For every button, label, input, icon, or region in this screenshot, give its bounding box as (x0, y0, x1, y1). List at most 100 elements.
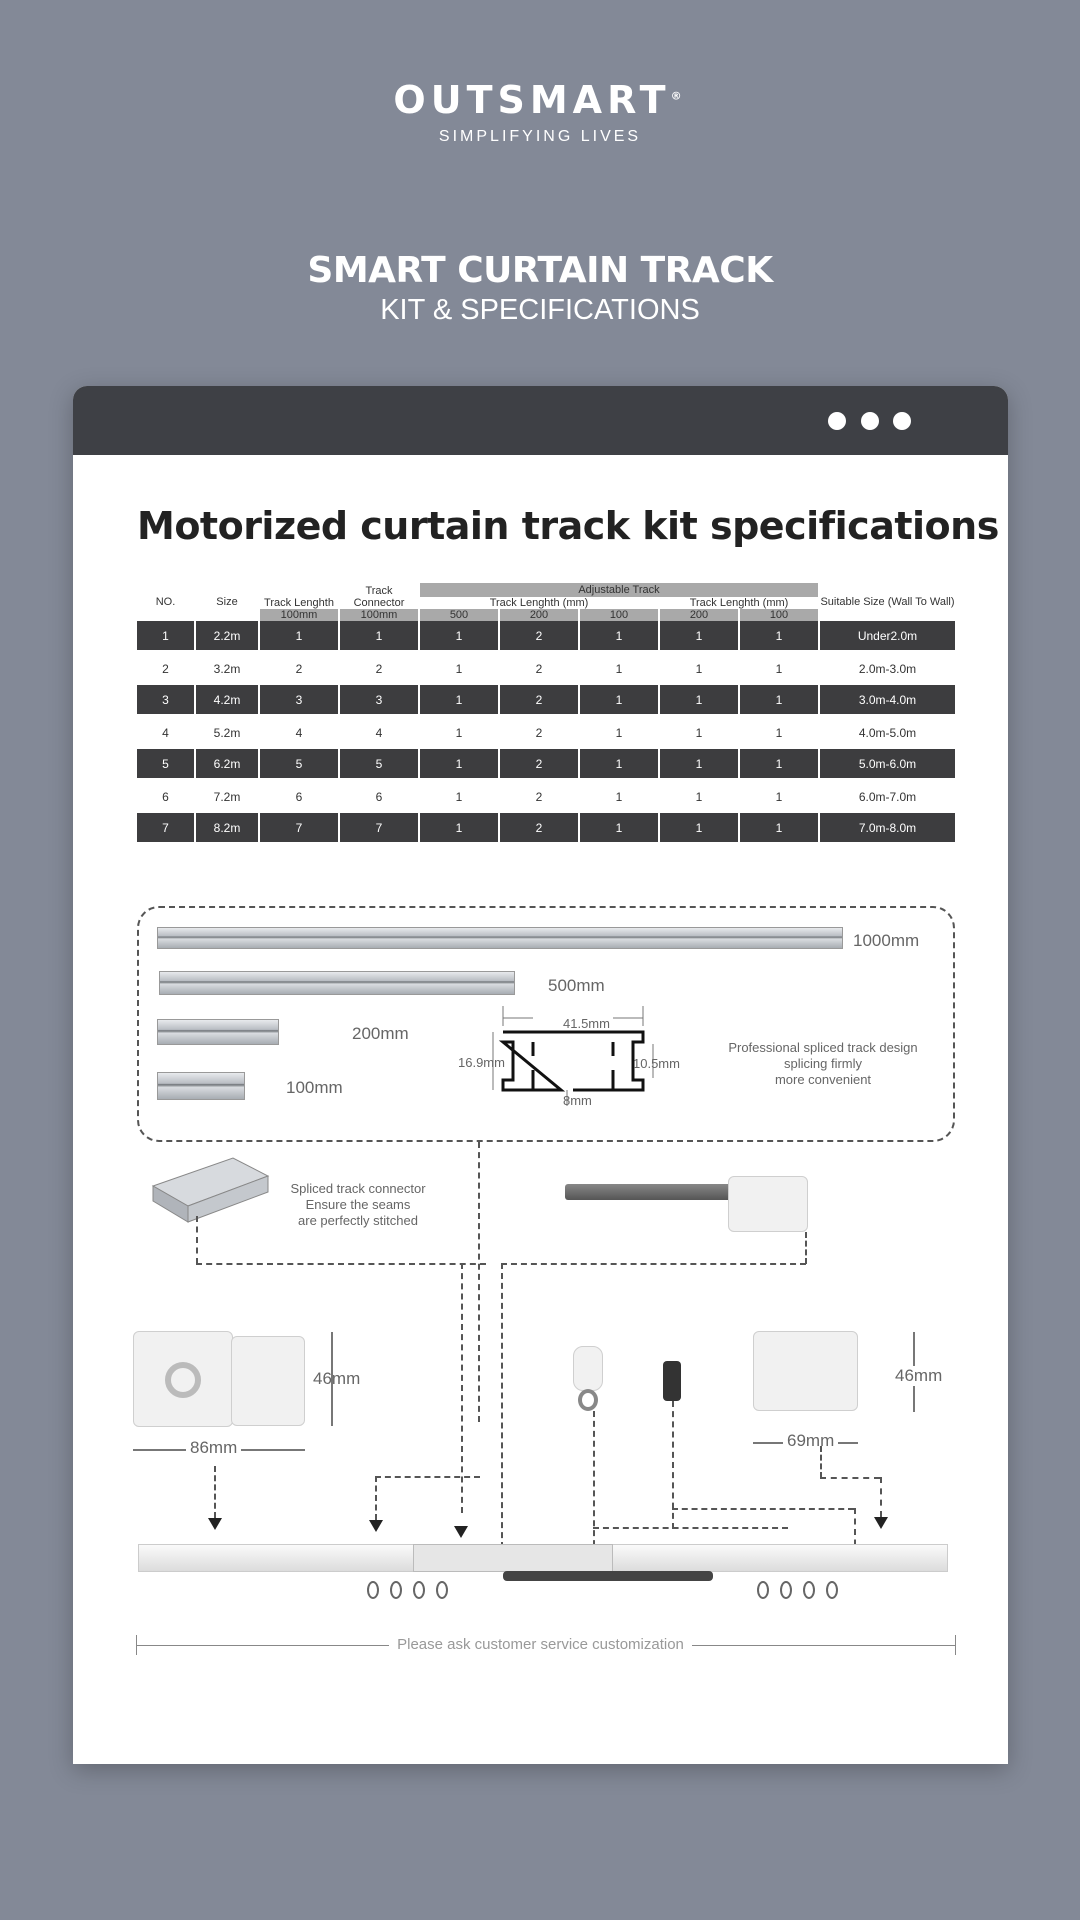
table-cell: 1 (260, 621, 338, 652)
track-label: 100mm (286, 1078, 343, 1097)
subheader: 100 (740, 609, 818, 621)
profile-width: 41.5mm (563, 1016, 610, 1031)
table-cell: 1 (660, 652, 738, 685)
table-cell: 1 (137, 621, 194, 652)
table-cell: 3 (137, 685, 194, 716)
table-cell: 1 (740, 749, 818, 780)
adj-length-1: Track Lenghth (mm) (489, 597, 589, 609)
table-cell: 2 (137, 652, 194, 685)
table-cell: 6.0m-7.0m (820, 780, 955, 813)
dim-tick (955, 1635, 956, 1655)
table-cell: 1 (740, 685, 818, 716)
ring-icon (578, 1389, 598, 1411)
profile-note: Professional spliced track design splici… (703, 1040, 943, 1088)
dim-tick (136, 1635, 137, 1655)
motor-height: 46mm (313, 1369, 361, 1388)
subheader: 100 (580, 609, 658, 621)
subheader: 500 (420, 609, 498, 621)
table-cell: 1 (420, 621, 498, 652)
table-cell: Under2.0m (820, 621, 955, 652)
table-cell: 2 (500, 716, 578, 749)
leader (854, 1508, 856, 1556)
arrow-icon (369, 1520, 383, 1532)
leader (478, 1142, 480, 1422)
spec-table: NO. Size Track Lenghth Track Connector A… (135, 583, 957, 844)
col-adjustable: Adjustable Track (420, 583, 818, 597)
table-cell: 6 (137, 780, 194, 813)
table-cell: 4 (137, 716, 194, 749)
table-cell: 3.0m-4.0m (820, 685, 955, 716)
table-cell: 5.0m-6.0m (820, 749, 955, 780)
col-suitable: Suitable Size (Wall To Wall) (820, 596, 955, 608)
bracket-arm (565, 1184, 765, 1200)
arrow-icon (208, 1518, 222, 1530)
leader (375, 1476, 480, 1478)
runner-icon (573, 1346, 603, 1391)
arrow-icon (874, 1517, 888, 1529)
table-cell: 4.0m-5.0m (820, 716, 955, 749)
table-cell: 5.2m (196, 716, 258, 749)
table-cell: 2.2m (196, 621, 258, 652)
track-1000 (157, 927, 843, 949)
table-cell: 1 (740, 813, 818, 844)
table-cell: 4.2m (196, 685, 258, 716)
table-cell: 1 (580, 716, 658, 749)
leader (672, 1508, 854, 1510)
dim-line (331, 1332, 333, 1426)
table-cell: 1 (660, 716, 738, 749)
table-cell: 1 (580, 652, 658, 685)
table-cell: 1 (740, 780, 818, 813)
leader (593, 1411, 595, 1556)
note-line: Ensure the seams (305, 1197, 411, 1212)
note-line: Spliced track connector (290, 1181, 426, 1196)
connector-icon (151, 1157, 270, 1223)
table-cell: 1 (580, 749, 658, 780)
table-cell: 7 (137, 813, 194, 844)
leader (880, 1477, 882, 1517)
table-cell: 5 (137, 749, 194, 780)
dot-icon (828, 412, 846, 430)
table-cell: 7 (260, 813, 338, 844)
track-label: 1000mm (853, 931, 920, 950)
leader (501, 1263, 806, 1265)
subheader: 200 (500, 609, 578, 621)
table-cell: 1 (340, 621, 418, 652)
adj-length-2: Track Lenghth (mm) (689, 597, 789, 609)
motor-end-icon (133, 1331, 233, 1427)
table-cell: 6.2m (196, 749, 258, 780)
rings-icon (367, 1581, 838, 1599)
table-cell: 1 (420, 652, 498, 685)
col-no: NO. (155, 596, 176, 608)
cap-width: 69mm (783, 1431, 839, 1451)
table-cell: 4 (260, 716, 338, 749)
profile-inner: 10.5mm (633, 1056, 680, 1071)
track-500 (159, 971, 515, 995)
leader (672, 1401, 674, 1529)
table-cell: 1 (660, 685, 738, 716)
leader (461, 1263, 463, 1513)
table-cell: 1 (660, 813, 738, 844)
col-track-connector: Track Connector (353, 585, 405, 609)
table-cell: 4 (340, 716, 418, 749)
table-cell: 1 (420, 813, 498, 844)
track-200 (157, 1019, 279, 1045)
subheader: 100mm (340, 609, 418, 621)
leader (196, 1216, 198, 1264)
leader (820, 1477, 880, 1479)
track-label: 200mm (352, 1024, 409, 1043)
table-cell: 1 (580, 813, 658, 844)
table-cell: 1 (580, 685, 658, 716)
tracks-box (137, 906, 955, 1142)
table-cell: 1 (420, 716, 498, 749)
leader (375, 1476, 377, 1520)
table-cell: 2 (500, 813, 578, 844)
master-carrier (503, 1571, 713, 1581)
spec-heading: Motorized curtain track kit specificatio… (137, 504, 999, 548)
table-cell: 3 (340, 685, 418, 716)
adjustable-section (413, 1544, 613, 1572)
spec-card: Motorized curtain track kit specificatio… (73, 386, 1008, 1764)
